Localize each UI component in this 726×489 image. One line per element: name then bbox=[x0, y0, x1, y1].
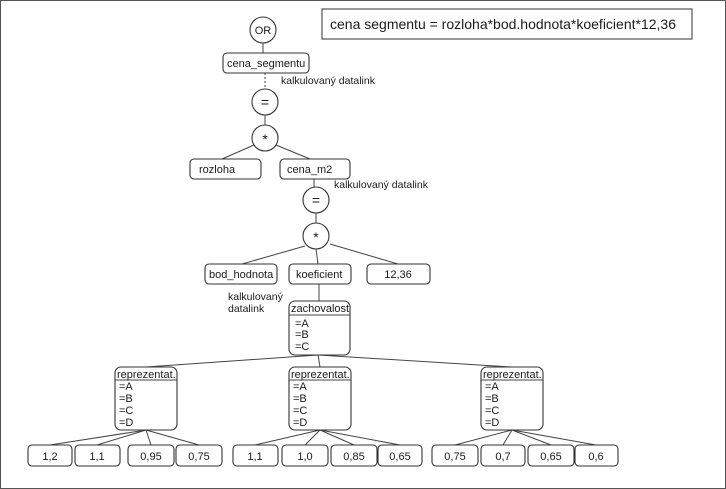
node-zachovalost-option: =B bbox=[295, 329, 309, 341]
node-cena-m2[interactable]: cena_m2 bbox=[279, 158, 351, 180]
node-cena-segmentu-label: cena_segmentu bbox=[227, 58, 305, 70]
leaf-node-label: 0,75 bbox=[444, 451, 465, 463]
leaf-node-label: 0,6 bbox=[588, 451, 603, 463]
edge-r3-l3 bbox=[511, 429, 552, 446]
node-multiply-2-label: * bbox=[313, 229, 319, 245]
leaf-node[interactable]: 0,65 bbox=[377, 444, 423, 467]
node-equals-2-label: = bbox=[312, 192, 320, 208]
node-multiply-1-label: * bbox=[262, 131, 268, 147]
node-bod-hodnota[interactable]: bod_hodnota bbox=[204, 263, 278, 285]
node-cena-segmentu[interactable]: cena_segmentu bbox=[222, 52, 310, 74]
leaf-node[interactable]: 0,65 bbox=[527, 444, 575, 467]
node-reprezentat-3[interactable]: reprezentat. =A =B =C =D bbox=[480, 366, 544, 431]
formula-text: cena segmentu = rozloha*bod.hodnota*koef… bbox=[330, 16, 676, 32]
node-const-12-36[interactable]: 12,36 bbox=[366, 263, 431, 285]
leaf-node-label: 1,1 bbox=[247, 451, 262, 463]
leaf-node-label: 1,1 bbox=[89, 451, 104, 463]
edge-r2-l2 bbox=[304, 429, 321, 446]
edge-r1-l4 bbox=[145, 429, 200, 446]
node-or-label: OR bbox=[255, 25, 272, 37]
leaf-node[interactable]: 0,85 bbox=[330, 444, 378, 467]
leaf-node[interactable]: 0,75 bbox=[175, 444, 223, 467]
node-reprezentat-3-option: =A bbox=[485, 381, 499, 393]
leaf-node[interactable]: 1,0 bbox=[281, 444, 329, 467]
node-zachovalost-option: =A bbox=[295, 318, 309, 330]
edge-r1-l3 bbox=[145, 429, 152, 446]
node-reprezentat-2-option: =B bbox=[293, 393, 307, 405]
edge-mul1-rozloha bbox=[221, 144, 255, 160]
node-reprezentat-2[interactable]: reprezentat. =A =B =C =D bbox=[288, 366, 352, 431]
node-reprezentat-1-option: =B bbox=[119, 393, 133, 405]
edge-mul2-const bbox=[329, 243, 399, 265]
edges bbox=[49, 43, 597, 446]
node-zachovalost-option: =C bbox=[295, 341, 309, 353]
leaf-node-label: 0,65 bbox=[389, 451, 410, 463]
node-bod-hodnota-label: bod_hodnota bbox=[209, 269, 274, 281]
node-reprezentat-3-option: =C bbox=[485, 405, 499, 417]
node-zachovalost-title: zachovalost bbox=[291, 303, 349, 315]
edge-r3-l1 bbox=[454, 429, 513, 446]
leaf-node-label: 0,95 bbox=[140, 451, 161, 463]
leaf-node[interactable]: 0,6 bbox=[574, 444, 619, 467]
node-multiply-2[interactable]: * bbox=[302, 222, 330, 250]
datalink-annotation-3-line1: kalkulovaný bbox=[228, 291, 284, 303]
edge-zach-repr-1 bbox=[145, 354, 319, 368]
leaf-node[interactable]: 1,2 bbox=[27, 444, 73, 467]
edge-r2-l3 bbox=[319, 429, 355, 446]
leaf-node-label: 0,85 bbox=[343, 451, 364, 463]
node-multiply-1[interactable]: * bbox=[251, 124, 279, 152]
node-koeficient[interactable]: koeficient bbox=[288, 263, 352, 285]
edge-r2-l4 bbox=[319, 429, 401, 446]
node-reprezentat-2-title: reprezentat. bbox=[291, 369, 350, 381]
node-cena-m2-label: cena_m2 bbox=[287, 164, 332, 176]
node-reprezentat-3-title: reprezentat. bbox=[483, 369, 542, 381]
node-reprezentat-2-option: =C bbox=[293, 405, 307, 417]
edge-mul2-bod-hodnota bbox=[241, 245, 306, 265]
node-const-12-36-label: 12,36 bbox=[384, 269, 412, 281]
node-rozloha[interactable]: rozloha bbox=[189, 158, 262, 180]
formula-box bbox=[321, 8, 693, 40]
leaf-node-label: 0,65 bbox=[540, 451, 561, 463]
node-reprezentat-1-option: =C bbox=[119, 405, 133, 417]
edge-zach-repr-2 bbox=[317, 354, 321, 368]
node-equals-1[interactable]: = bbox=[251, 88, 279, 116]
datalink-annotation-1: kalkulovaný datalink bbox=[281, 75, 376, 87]
node-or[interactable]: OR bbox=[249, 16, 277, 44]
node-reprezentat-2-option: =D bbox=[293, 417, 307, 429]
node-equals-2[interactable]: = bbox=[302, 186, 330, 214]
edge-r1-l2 bbox=[96, 429, 147, 446]
edge-zach-repr-3 bbox=[317, 354, 513, 368]
node-reprezentat-1-option: =D bbox=[119, 417, 133, 429]
leaf-node[interactable]: 0,75 bbox=[431, 444, 479, 467]
edge-r2-l1 bbox=[254, 429, 321, 446]
leaf-node[interactable]: 0,95 bbox=[127, 444, 175, 467]
leaf-node[interactable]: 0,7 bbox=[480, 444, 526, 467]
node-reprezentat-1[interactable]: reprezentat. =A =B =C =D bbox=[114, 366, 178, 431]
node-zachovalost[interactable]: zachovalost =A =B =C bbox=[288, 300, 351, 356]
datalink-annotation-2: kalkulovaný datalink bbox=[334, 179, 429, 191]
node-reprezentat-2-option: =A bbox=[293, 381, 307, 393]
edge-r3-l2 bbox=[502, 429, 513, 446]
node-reprezentat-1-title: reprezentat. bbox=[117, 369, 176, 381]
edge-mul2-koeficient bbox=[315, 248, 319, 265]
datalink-annotation-3-line2: datalink bbox=[228, 303, 265, 315]
node-koeficient-label: koeficient bbox=[296, 269, 342, 281]
node-equals-1-label: = bbox=[261, 94, 269, 110]
leaf-node[interactable]: 1,1 bbox=[74, 444, 121, 467]
node-rozloha-label: rozloha bbox=[199, 164, 236, 176]
leaf-node-label: 1,0 bbox=[297, 451, 312, 463]
edge-r3-l4 bbox=[511, 429, 597, 446]
node-reprezentat-1-option: =A bbox=[119, 381, 133, 393]
edge-r1-l1 bbox=[49, 429, 147, 446]
leaf-node-label: 0,75 bbox=[188, 451, 209, 463]
leaf-node-label: 1,2 bbox=[42, 451, 57, 463]
leaf-node[interactable]: 1,1 bbox=[232, 444, 279, 467]
leaf-node-label: 0,7 bbox=[495, 451, 510, 463]
node-reprezentat-3-option: =D bbox=[485, 417, 499, 429]
edge-mul1-cena-m2 bbox=[275, 144, 311, 160]
node-reprezentat-3-option: =B bbox=[485, 393, 499, 405]
